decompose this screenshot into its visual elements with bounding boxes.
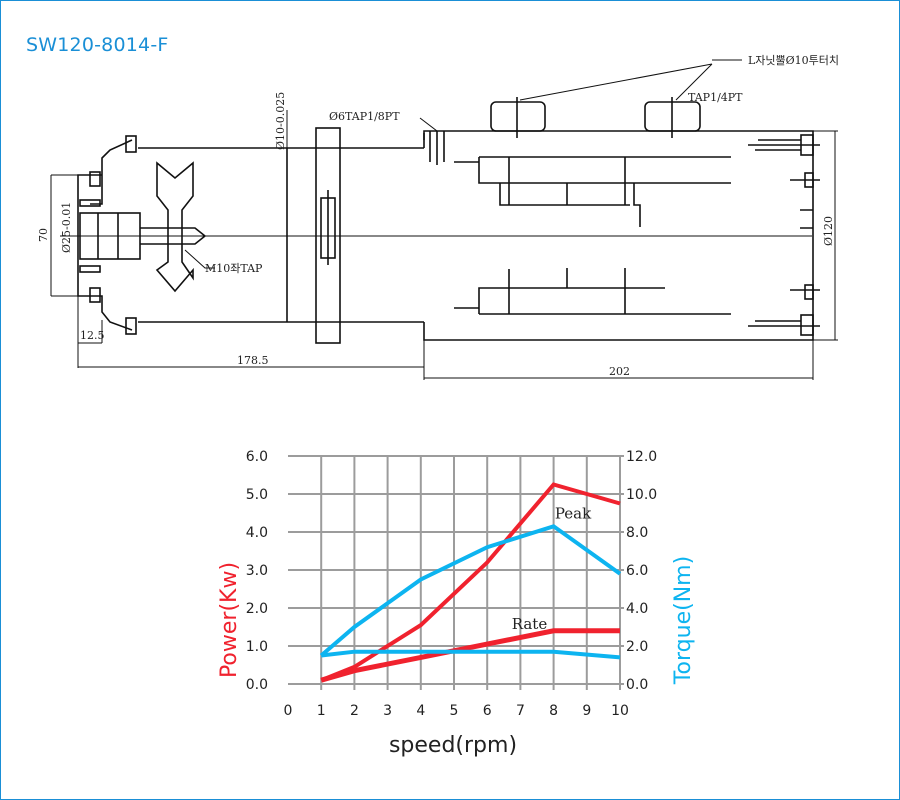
x-tick-label: 8 (549, 703, 558, 719)
peak-annotation: Peak (555, 505, 592, 523)
left-tick-label: 6.0 (246, 449, 268, 465)
cylinder-left-body (77, 135, 424, 335)
rate-annotation: Rate (512, 615, 548, 633)
l-fitting-label: L자닛뿔Ø10투터치 (748, 54, 839, 67)
dim-120-label: Ø120 (822, 216, 835, 246)
x-tick-label: 9 (582, 703, 591, 719)
dimension-lines (50, 110, 838, 380)
dim-12-5-label: 12.5 (80, 329, 105, 342)
peak-torque-line (319, 524, 622, 658)
dim-70-label: 70 (37, 228, 50, 242)
x-tick-label: 6 (483, 703, 492, 719)
left-tick-label: 2.0 (246, 601, 268, 617)
x-tick-label: 3 (383, 703, 392, 719)
x-tick-label: 0 (284, 703, 293, 719)
rate-torque-line (320, 649, 621, 660)
right-tick-label: 8.0 (626, 525, 648, 541)
right-tick-label: 0.0 (626, 677, 648, 693)
chart-ticks: 0 1 2 3 4 5 6 7 8 9 10 0.0 1.0 2.0 3.0 4.0 5.0 6.0 0.0 2.0 4… (246, 449, 657, 719)
x-tick-label: 7 (516, 703, 525, 719)
x-tick-label: 1 (317, 703, 326, 719)
x-tick-label: 5 (450, 703, 459, 719)
x-tick-label: 10 (611, 703, 629, 719)
mounting-flange (315, 127, 341, 344)
right-tick-label: 2.0 (626, 639, 648, 655)
peak-power-line (320, 482, 621, 683)
right-tick-label: 12.0 (626, 449, 657, 465)
x-axis-label: speed(rpm) (389, 733, 517, 758)
tap-6-label: Ø6TAP1/8PT (329, 110, 400, 123)
model-title: SW120-8014-F (26, 34, 169, 56)
dim-202-label: 202 (609, 365, 630, 378)
m10-tap-label: M10좌TAP (205, 262, 263, 275)
left-tick-label: 3.0 (246, 563, 268, 579)
x-tick-label: 2 (350, 703, 359, 719)
dim-bore-25-label: Ø25-0.01 (60, 202, 73, 253)
left-tick-label: 4.0 (246, 525, 268, 541)
dim-bore-10-label: Ø10-0.025 (274, 92, 287, 150)
leader-lines (184, 59, 742, 269)
tap-14-label: TAP1/4PT (688, 91, 743, 104)
right-axis-label: Torque(Nm) (671, 556, 696, 685)
left-axis-label: Power(Kw) (217, 562, 242, 678)
dim-178-5-label: 178.5 (237, 354, 269, 367)
right-tick-label: 6.0 (626, 563, 648, 579)
left-tick-label: 5.0 (246, 487, 268, 503)
left-tick-label: 1.0 (246, 639, 268, 655)
right-tick-label: 4.0 (626, 601, 648, 617)
cylinder-right-body (423, 97, 820, 341)
right-tick-label: 10.0 (626, 487, 657, 503)
chart-series (319, 482, 622, 683)
left-tick-label: 0.0 (246, 677, 268, 693)
x-tick-label: 4 (416, 703, 425, 719)
